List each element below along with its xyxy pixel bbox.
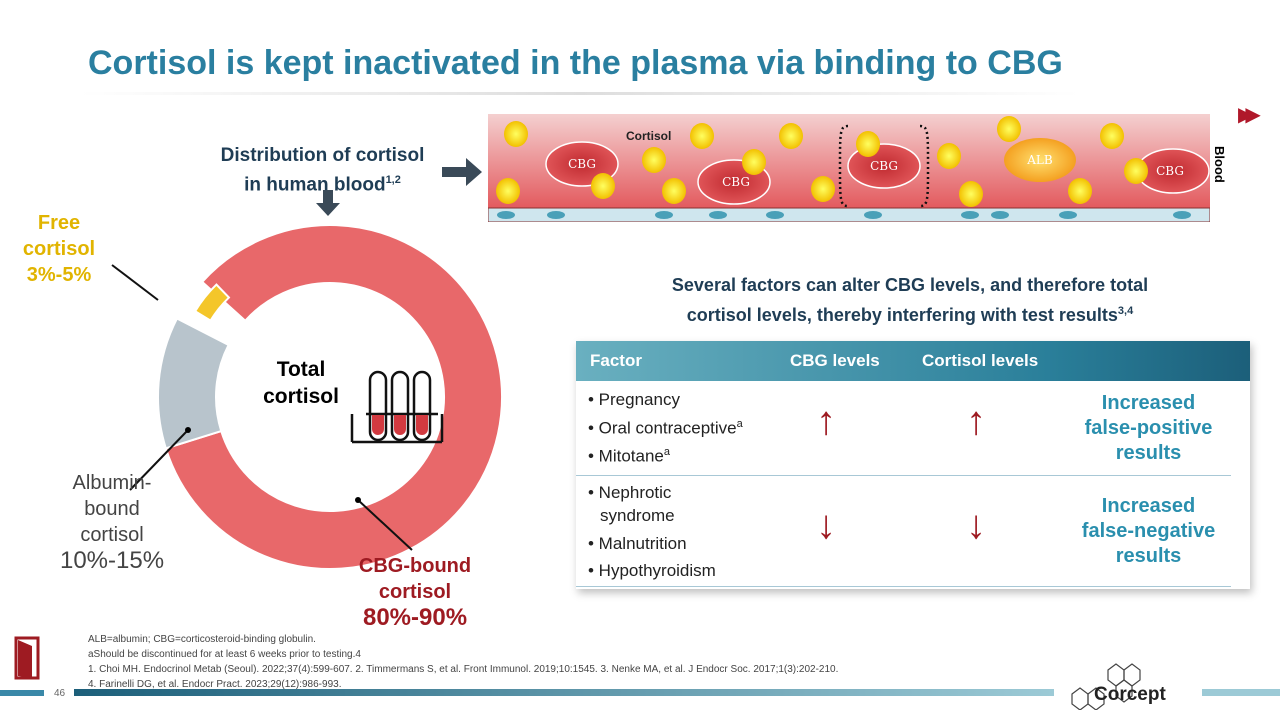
title-divider (80, 92, 1080, 95)
header-cortisol: Cortisol levels (922, 351, 1039, 370)
footnote: 1. Choi MH. Endocrinol Metab (Seoul). 20… (88, 664, 839, 675)
table-header: Factor CBG levels Cortisol levels (576, 341, 1250, 381)
blood-label: Blood (1212, 146, 1227, 183)
header-factor: Factor (590, 351, 642, 370)
table-row: • Pregnancy • Oral contraceptivea • Mito… (576, 381, 1231, 476)
corcept-logo (1071, 663, 1141, 710)
down-arrow-icon: ↓ (816, 503, 836, 547)
factor-item: • Hypothyroidism (588, 561, 716, 580)
label: bound (84, 498, 140, 520)
label: CBG-bound (358, 555, 472, 577)
arrow-down-icon (316, 190, 340, 216)
cbg-label: CBG (568, 157, 596, 171)
center-line1: Total (276, 358, 326, 381)
footer-bar (1202, 689, 1280, 696)
arrow-right-icon (442, 158, 482, 186)
distribution-line2: in human blood (244, 174, 386, 196)
next-slide-icon[interactable]: ▶▶ (1238, 104, 1261, 126)
row-divider (576, 475, 1231, 476)
cortisol-donut-chart (111, 224, 503, 570)
factor-item: syndrome (600, 506, 675, 525)
alb-label: ALB (1026, 153, 1053, 167)
footnote: ALB=albumin; CBG=corticosteroid-binding … (88, 634, 316, 645)
donut-center-label: Total cortisol (256, 356, 346, 410)
footnote: 4. Farinelli DG, et al. Endocr Pract. 20… (88, 679, 342, 690)
donut-segment-cbg-bound-cortisol (164, 224, 503, 570)
cbg-label: CBG (870, 159, 898, 173)
footer-bar (0, 690, 44, 696)
factor-item: • Mitotanea (588, 446, 671, 466)
header-cbg: CBG levels (790, 351, 880, 370)
row-divider (576, 586, 1231, 587)
cortisol-label: Cortisol (626, 129, 671, 143)
factors-table: Factor CBG levels Cortisol levels • Preg… (576, 341, 1250, 589)
factor-item: • Malnutrition (588, 534, 687, 553)
footnote: aShould be discontinued for at least 6 w… (88, 649, 361, 660)
free-cortisol-label: Free cortisol 3%-5% (14, 210, 104, 288)
label: Albumin- (72, 472, 152, 494)
cbg-label: CBG (722, 175, 750, 189)
factor-item: • Nephrotic (588, 483, 672, 502)
label: cortisol (378, 581, 452, 603)
label: Free (37, 212, 81, 234)
table-row: • Nephrotic syndrome • Malnutrition • Hy… (576, 477, 1231, 587)
label: cortisol (22, 238, 96, 260)
factors-heading: Several factors can alter CBG levels, an… (620, 272, 1200, 328)
donut-segment-free-cortisol (193, 283, 231, 322)
down-arrow-icon: ↓ (966, 503, 986, 547)
range: 80%-90% (362, 604, 468, 631)
up-arrow-icon: ↑ (816, 399, 836, 443)
range: 10%-15% (59, 547, 165, 574)
footnotes: ALB=albumin; CBG=corticosteroid-binding … (88, 632, 838, 692)
test-tubes-icon (350, 370, 444, 444)
blood-vessel-diagram: CBG CBG CBG CBG ALB Cortisol (488, 114, 1210, 222)
up-arrow-icon: ↑ (966, 399, 986, 443)
factors-line1: Several factors can alter CBG levels, an… (671, 275, 1149, 295)
factors-ref: 3,4 (1117, 305, 1134, 317)
exit-door-icon[interactable] (12, 636, 42, 680)
footer-bar (74, 689, 1054, 696)
distribution-line1: Distribution of cortisol (220, 145, 425, 166)
page-number: 46 (54, 688, 66, 699)
center-line2: cortisol (263, 385, 339, 408)
range: 3%-5% (26, 264, 92, 286)
factor-item: • Oral contraceptivea (588, 418, 743, 438)
donut-segment-albumin-bound-cortisol (157, 317, 230, 450)
distribution-heading: Distribution of cortisol in human blood1,… (200, 144, 445, 197)
cbg-label: CBG (1156, 164, 1184, 178)
factor-item: • Pregnancy (588, 390, 680, 409)
label: cortisol (80, 524, 144, 546)
logo-text: Corcept (1094, 684, 1166, 705)
distribution-ref: 1,2 (385, 174, 401, 186)
factors-line2: cortisol levels, thereby interfering wit… (686, 305, 1118, 325)
slide-title: Cortisol is kept inactivated in the plas… (88, 44, 1063, 82)
